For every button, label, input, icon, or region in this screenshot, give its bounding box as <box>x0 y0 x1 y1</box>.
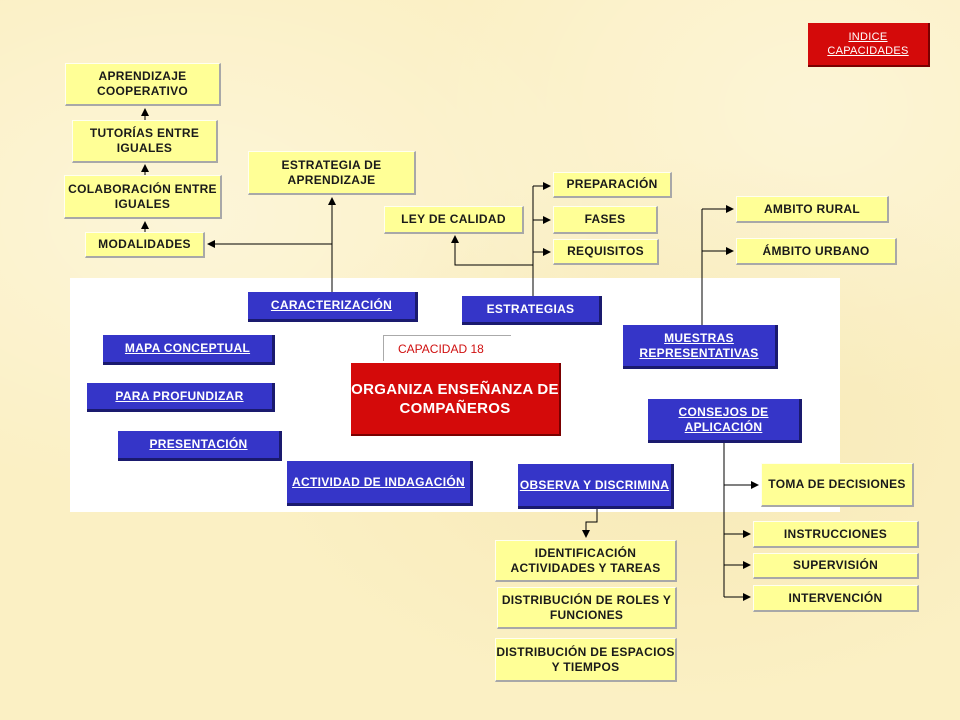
muestras-representativas-link[interactable]: MUESTRAS REPRESENTATIVAS <box>623 325 778 369</box>
preparacion-node: PREPARACIÓN <box>553 172 672 198</box>
estrategias-link[interactable]: ESTRATEGIAS <box>462 296 602 325</box>
distribucion-roles-node: DISTRIBUCIÓN DE ROLES Y FUNCIONES <box>497 587 677 629</box>
observa-y-discrimina-link[interactable]: OBSERVA Y DISCRIMINA <box>518 464 674 509</box>
intervencion-node: INTERVENCIÓN <box>753 585 919 612</box>
colaboracion-entre-iguales-node: COLABORACIÓN ENTRE IGUALES <box>64 175 222 219</box>
consejos-de-aplicacion-link[interactable]: CONSEJOS DE APLICACIÓN <box>648 399 802 443</box>
requisitos-node: REQUISITOS <box>553 239 659 265</box>
tutorias-entre-iguales-node: TUTORÍAS ENTRE IGUALES <box>72 120 218 163</box>
caracterizacion-link[interactable]: CARACTERIZACIÓN <box>248 292 418 322</box>
estrategia-de-aprendizaje-node: ESTRATEGIA DE APRENDIZAJE <box>248 151 416 195</box>
distribucion-espacios-node: DISTRIBUCIÓN DE ESPACIOS Y TIEMPOS <box>495 638 677 682</box>
capacidad-label: CAPACIDAD 18 <box>383 335 511 361</box>
indice-capacidades-button[interactable]: INDICE CAPACIDADES <box>808 23 930 67</box>
actividad-de-indagacion-link[interactable]: ACTIVIDAD DE INDAGACIÓN <box>287 461 473 506</box>
fases-node: FASES <box>553 206 658 234</box>
ley-de-calidad-node: LEY DE CALIDAD <box>384 206 524 234</box>
supervision-node: SUPERVISIÓN <box>753 553 919 579</box>
instrucciones-node: INSTRUCCIONES <box>753 521 919 548</box>
aprendizaje-cooperativo-node: APRENDIZAJE COOPERATIVO <box>65 63 221 106</box>
main-capacity-title: ORGANIZA ENSEÑANZA DE COMPAÑEROS <box>351 363 561 436</box>
ambito-urbano-node: ÁMBITO URBANO <box>736 238 897 265</box>
mapa-conceptual-link[interactable]: MAPA CONCEPTUAL <box>103 335 275 365</box>
modalidades-node: MODALIDADES <box>85 232 205 258</box>
presentacion-link[interactable]: PRESENTACIÓN <box>118 431 282 461</box>
para-profundizar-link[interactable]: PARA PROFUNDIZAR <box>87 383 275 412</box>
ambito-rural-node: AMBITO RURAL <box>736 196 889 223</box>
identificacion-actividades-node: IDENTIFICACIÓN ACTIVIDADES Y TAREAS <box>495 540 677 582</box>
toma-de-decisiones-node: TOMA DE DECISIONES <box>761 463 914 507</box>
